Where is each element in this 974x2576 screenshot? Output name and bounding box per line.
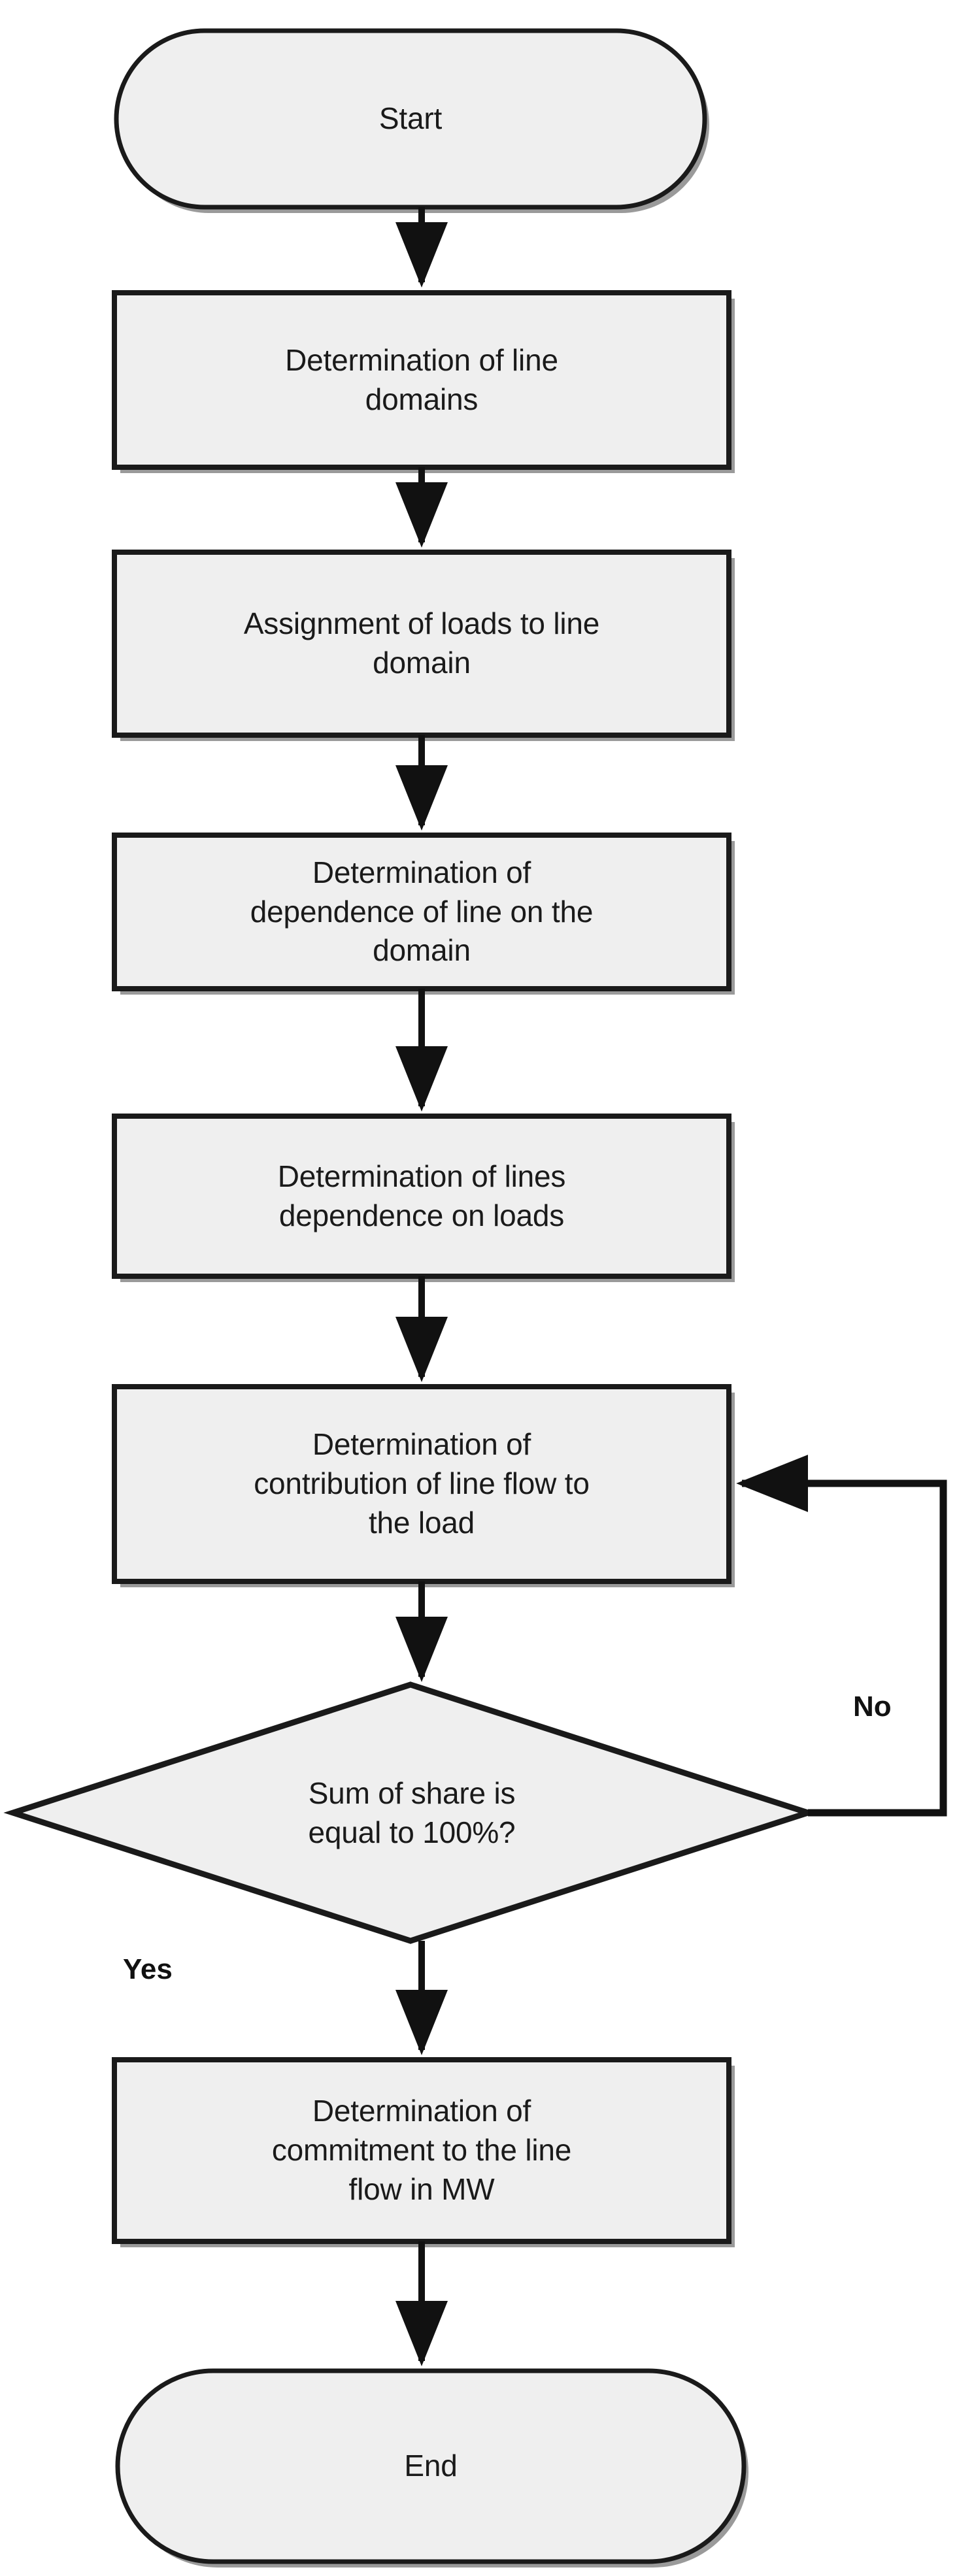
node-step3[interactable]	[112, 833, 731, 991]
node-step1[interactable]	[112, 290, 731, 470]
node-step6[interactable]	[112, 2057, 731, 2244]
edge-label-no: No	[853, 1691, 892, 1723]
edge-decision-no-to-step5	[736, 1455, 947, 1817]
node-end[interactable]	[115, 2368, 747, 2564]
node-step5[interactable]	[112, 1384, 731, 1584]
node-decision[interactable]	[3, 1681, 818, 1944]
node-step2[interactable]	[112, 550, 731, 738]
node-start[interactable]	[114, 28, 707, 210]
edge-label-yes: Yes	[123, 1953, 173, 1985]
node-step4[interactable]	[112, 1114, 731, 1279]
